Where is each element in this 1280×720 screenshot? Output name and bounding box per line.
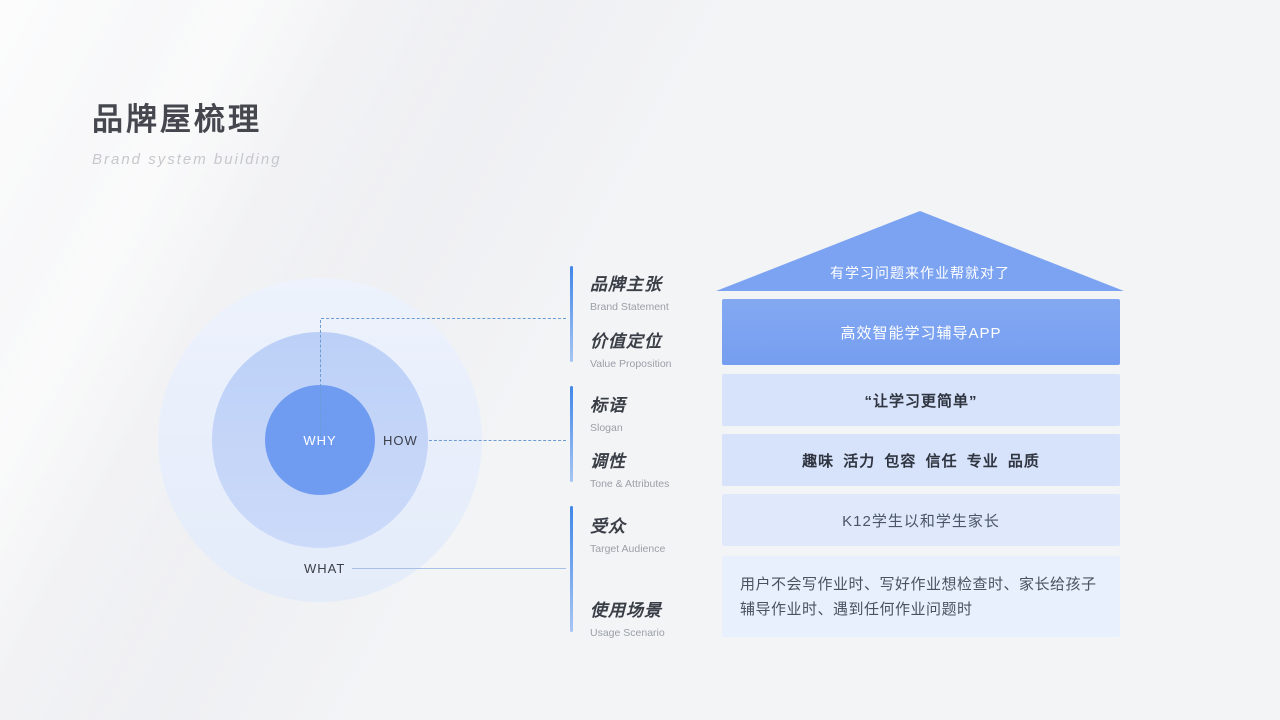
label-tone-attributes: 调性 Tone & Attributes xyxy=(590,447,720,490)
label-zh: 调性 xyxy=(590,452,626,471)
what-label: WHAT xyxy=(304,561,346,576)
label-zh: 标语 xyxy=(590,396,626,415)
house-row-slogan: “让学习更简单” xyxy=(722,374,1120,426)
accent-bar-slogan xyxy=(570,386,573,482)
label-zh: 使用场景 xyxy=(590,601,662,620)
connector-why-vertical xyxy=(320,320,321,436)
label-brand-statement: 品牌主张 Brand Statement xyxy=(590,270,720,313)
title-block: 品牌屋梳理 Brand system building xyxy=(92,94,282,168)
house-row-text: 高效智能学习辅导APP xyxy=(840,324,1002,342)
label-en: Tone & Attributes xyxy=(590,478,670,490)
house-row-text: “让学习更简单” xyxy=(864,392,978,410)
house-row-text: 趣味 活力 包容 信任 专业 品质 xyxy=(802,452,1040,470)
label-value-proposition: 价值定位 Value Proposition xyxy=(590,327,720,370)
label-en: Usage Scenario xyxy=(590,627,665,639)
accent-bar-brand xyxy=(570,266,573,362)
label-usage-scenario: 使用场景 Usage Scenario xyxy=(590,596,720,639)
label-target-audience: 受众 Target Audience xyxy=(590,512,720,555)
house-row-text: 用户不会写作业时、写好作业想检查时、家长给孩子辅导作业时、遇到任何作业问题时 xyxy=(740,575,1097,618)
label-zh: 受众 xyxy=(590,517,626,536)
accent-bar-audience xyxy=(570,506,573,632)
house-row-statement: 高效智能学习辅导APP xyxy=(722,299,1120,365)
how-label: HOW xyxy=(383,433,418,448)
connector-why-horizontal xyxy=(321,318,566,319)
label-en: Brand Statement xyxy=(590,301,669,313)
page-subtitle: Brand system building xyxy=(92,151,282,168)
why-label: WHY xyxy=(303,432,337,448)
label-zh: 价值定位 xyxy=(590,332,662,351)
house-row-audience: K12学生以和学生家长 xyxy=(722,494,1120,546)
page-title: 品牌屋梳理 xyxy=(92,102,262,137)
connector-what-horizontal xyxy=(352,568,566,569)
label-en: Target Audience xyxy=(590,543,666,555)
label-zh: 品牌主张 xyxy=(590,275,662,294)
house-roof-text: 有学习问题来作业帮就对了 xyxy=(830,265,1010,281)
house-row-text: K12学生以和学生家长 xyxy=(842,512,1000,530)
house-row-tone: 趣味 活力 包容 信任 专业 品质 xyxy=(722,434,1120,486)
label-en: Value Proposition xyxy=(590,358,672,370)
label-en: Slogan xyxy=(590,422,623,434)
label-slogan: 标语 Slogan xyxy=(590,391,720,434)
house-row-scenario: 用户不会写作业时、写好作业想检查时、家长给孩子辅导作业时、遇到任何作业问题时 xyxy=(722,556,1120,637)
connector-how-horizontal xyxy=(429,440,566,441)
